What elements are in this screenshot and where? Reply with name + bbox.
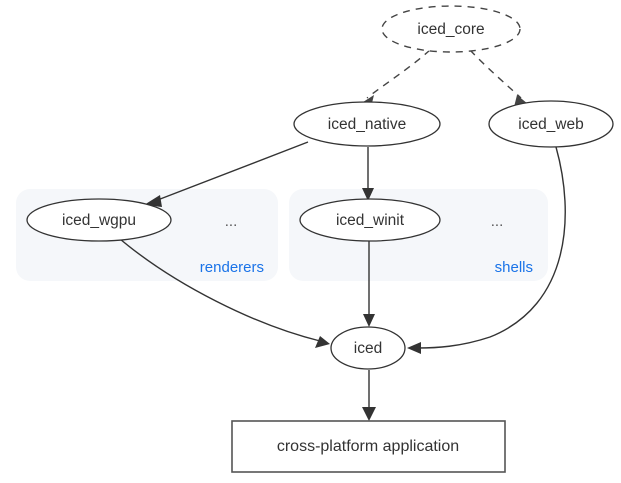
node-iced[interactable]: iced <box>330 326 406 370</box>
node-iced-wgpu[interactable]: iced_wgpu <box>26 198 172 242</box>
node-iced-label: iced <box>354 340 382 357</box>
edge-iced-native-to-iced-wgpu <box>144 141 309 207</box>
node-iced-native-shape[interactable] <box>293 101 441 147</box>
edge-iced-to-app-arrowhead <box>362 407 376 421</box>
node-iced-web[interactable]: iced_web <box>488 100 614 148</box>
cluster-renderers-label: renderers <box>200 259 264 276</box>
edge-iced-native-to-iced-winit <box>362 147 374 201</box>
edge-iced-web-to-iced-arrowhead <box>407 342 421 354</box>
edge-iced-winit-to-iced <box>363 241 375 327</box>
node-iced-core-label: iced_core <box>417 21 484 38</box>
edge-iced-winit-to-iced-arrowhead <box>363 314 375 327</box>
cluster-shells-ellipsis: ... <box>491 213 504 230</box>
node-iced-core-shape[interactable] <box>381 5 521 53</box>
node-iced-native[interactable]: iced_native <box>293 101 441 147</box>
node-iced-winit[interactable]: iced_winit <box>299 198 441 242</box>
node-iced-shape[interactable] <box>330 326 406 370</box>
edge-iced-wgpu-to-iced-arrowhead <box>315 336 330 348</box>
edge-iced-wgpu-to-iced-line <box>119 238 321 342</box>
node-iced-web-label: iced_web <box>518 116 584 133</box>
edge-iced-to-app <box>362 370 376 421</box>
edge-iced-core-to-iced-native <box>360 49 431 107</box>
edge-iced-native-to-iced-winit-arrowhead <box>362 188 374 201</box>
node-cross-platform-application-label: cross-platform application <box>277 438 459 455</box>
node-iced-winit-label: iced_winit <box>336 212 405 229</box>
node-iced-native-label: iced_native <box>328 116 406 133</box>
edge-iced-core-to-iced-native-line <box>366 49 431 99</box>
node-iced-core[interactable]: iced_core <box>381 5 521 53</box>
edge-iced-native-to-iced-wgpu-arrowhead <box>144 195 162 207</box>
cluster-renderers-ellipsis: ... <box>225 213 238 230</box>
edge-iced-core-to-iced-web-line <box>469 49 522 99</box>
edge-iced-core-to-iced-web <box>469 49 528 107</box>
node-cross-platform-application-shape[interactable] <box>231 420 506 473</box>
node-iced-winit-shape[interactable] <box>299 198 441 242</box>
cluster-shells-label: shells <box>495 259 533 276</box>
edge-iced-web-to-iced <box>407 146 566 354</box>
node-iced-web-shape[interactable] <box>488 100 614 148</box>
node-cross-platform-application[interactable]: cross-platform application <box>231 420 506 473</box>
node-iced-wgpu-shape[interactable] <box>26 198 172 242</box>
edge-iced-web-to-iced-line <box>417 146 566 349</box>
edge-iced-wgpu-to-iced <box>119 238 330 348</box>
node-iced-wgpu-label: iced_wgpu <box>62 212 136 229</box>
edge-iced-native-to-iced-wgpu-line <box>154 141 309 202</box>
